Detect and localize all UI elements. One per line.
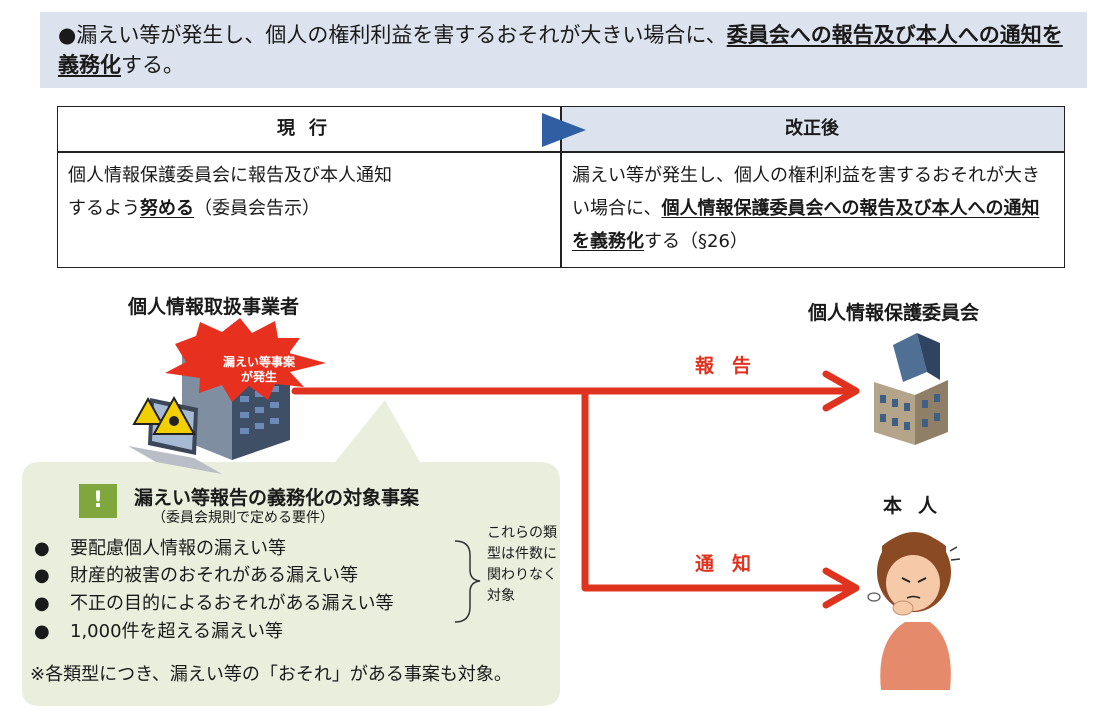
list-item: ● 不正の目的によるおそれがある漏えい等: [34, 591, 454, 617]
list-item-text: 不正の目的によるおそれがある漏えい等: [70, 593, 394, 614]
side-note: これらの類型は件数に関わりなく対象: [487, 525, 557, 604]
arrow-right-triangle-icon: [542, 113, 586, 147]
header-bullet: ●: [58, 23, 77, 47]
current-text-c: （委員会告示）: [194, 198, 320, 219]
comparison-table: 現行 改正後 個人情報保護委員会に報告及び本人通知 するよう努める（委員会告示）…: [57, 106, 1065, 268]
report-arrow-head: [822, 370, 860, 412]
list-item-text: 財産的被害のおそれがある漏えい等: [70, 565, 358, 586]
exclamation-icon: !: [79, 484, 117, 518]
person-icon: [867, 532, 961, 690]
header-text: ●漏えい等が発生し、個人の権利利益を害するおそれが大きい場合に、委員会への報告及…: [58, 20, 1078, 80]
revised-heading: 改正後: [560, 107, 1064, 151]
brace: [454, 540, 481, 623]
incident-bubble: [165, 318, 326, 402]
person-label: 本人: [883, 495, 954, 517]
incident-line-2: が発生: [240, 370, 277, 384]
current-bold: 努める: [140, 198, 194, 219]
commission-label: 個人情報保護委員会: [808, 302, 980, 324]
list-item-text: 要配慮個人情報の漏えい等: [70, 538, 286, 559]
revised-text-a: 漏えい等が発生し、個人の権利利益を害するおそれが大きい場合に、: [572, 165, 1040, 219]
footnote: ※各類型につき、漏えい等の「おそれ」がある事案も対象。: [30, 664, 512, 685]
office-building-icon: [874, 333, 948, 445]
list-item-text: 1,000件を超える漏えい等: [70, 621, 283, 642]
current-text: 個人情報保護委員会に報告及び本人通知 するよう努める（委員会告示）: [68, 159, 528, 225]
current-text-b: するよう: [68, 198, 140, 219]
table-divider-v: [560, 107, 562, 267]
revised-text: 漏えい等が発生し、個人の権利利益を害するおそれが大きい場合に、個人情報保護委員会…: [572, 159, 1052, 258]
current-heading: 現行: [58, 107, 560, 151]
report-label: 報告: [695, 355, 770, 377]
list-item: ● 要配慮個人情報の漏えい等: [34, 536, 454, 562]
notify-arrow-head: [822, 567, 860, 609]
business-label: 個人情報取扱事業者: [128, 296, 300, 318]
header-pre: 漏えい等が発生し、個人の権利利益を害するおそれが大きい場合に、: [76, 23, 727, 47]
header-bold: 委員会への報告及び本人への通知を義務化: [58, 23, 1063, 77]
header-post: する。: [121, 53, 184, 77]
callout-subtitle: （委員会規則で定める要件）: [152, 510, 334, 526]
revised-text-b: する（§26）: [644, 231, 748, 252]
flow-arrows: [291, 370, 860, 609]
list-item: ● 財産的被害のおそれがある漏えい等: [34, 563, 454, 589]
notify-label: 通知: [695, 553, 770, 575]
warning-icon: [132, 395, 196, 435]
bullet-icon: ●: [34, 621, 50, 642]
incident-line-1: 漏えい等事案: [222, 355, 295, 369]
incident-bubble-text: 漏えい等事案 が発生: [184, 355, 334, 385]
callout-box: [22, 400, 560, 706]
callout-title: 漏えい等報告の義務化の対象事案: [134, 487, 420, 509]
list-item: ● 1,000件を超える漏えい等: [34, 619, 454, 645]
bullet-icon: ●: [34, 538, 50, 559]
header-banner: [40, 12, 1087, 88]
current-text-a: 個人情報保護委員会に報告及び本人通知: [68, 165, 392, 186]
bullet-icon: ●: [34, 593, 50, 614]
notify-arrow-line: [581, 387, 859, 592]
revised-bold: 個人情報保護委員会への報告及び本人への通知を義務化: [572, 198, 1040, 252]
bullet-icon: ●: [34, 565, 50, 586]
